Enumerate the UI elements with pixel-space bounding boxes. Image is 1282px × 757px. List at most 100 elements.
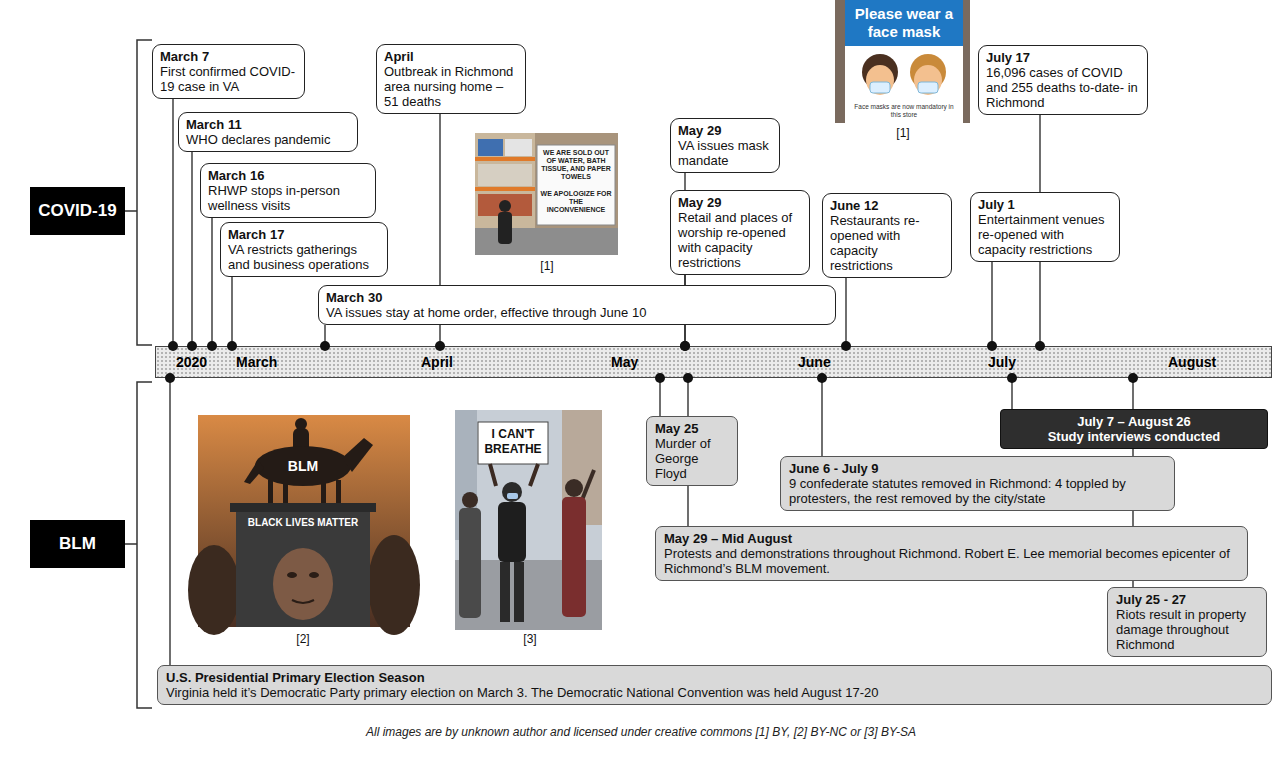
month-label: May [611, 354, 638, 370]
timeline-dot [435, 341, 445, 351]
connector [991, 262, 992, 346]
timeline-dot [1128, 373, 1138, 383]
timeline-dot [817, 373, 827, 383]
pallet [505, 139, 532, 156]
timeline-dot [207, 341, 217, 351]
connector [1011, 378, 1012, 409]
connector [231, 277, 232, 346]
event-date: July 1 [978, 197, 1112, 212]
month-label: August [1168, 354, 1216, 370]
event-date: June 6 - July 9 [789, 461, 1166, 476]
event-box: March 7First confirmed COVID-19 case in … [152, 44, 305, 99]
connector [659, 378, 660, 416]
event-box: March 16RHWP stops in-person wellness vi… [200, 163, 376, 218]
horse-leg [321, 480, 326, 506]
timeline-dot [320, 341, 330, 351]
event-description: VA issues mask mandate [678, 138, 772, 168]
event-description: Restaurants re-opened with capacity rest… [830, 213, 944, 273]
event-description: VA restricts gatherings and business ope… [228, 242, 380, 272]
poster-heading: Please wear a face mask [847, 5, 961, 41]
study-period-box: July 7 – August 26Study interviews condu… [1000, 409, 1268, 449]
projected-face [273, 548, 333, 620]
tree [368, 535, 420, 635]
horse [342, 438, 373, 472]
event-box: May 29VA issues mask mandate [670, 118, 780, 173]
event-box: June 6 - July 99 confederate statutes re… [780, 456, 1175, 511]
image-credit-number: [1] [888, 126, 918, 140]
timeline-dot [680, 341, 690, 351]
timeline-dot [680, 341, 690, 351]
projected-face [287, 572, 297, 578]
event-date: May 29 [678, 195, 802, 210]
face-mask [870, 82, 890, 93]
event-description: RHWP stops in-person wellness visits [208, 183, 368, 213]
row-label: BLM [59, 534, 96, 554]
connector [324, 325, 325, 346]
event-description: First confirmed COVID-19 case in VA [160, 64, 297, 94]
tree [188, 545, 240, 635]
timeline-dot [168, 341, 178, 351]
month-label: July [988, 354, 1016, 370]
row-label: COVID-19 [38, 201, 116, 221]
event-description: Riots result in property damage througho… [1116, 607, 1258, 652]
shopper [499, 200, 511, 212]
protester [498, 502, 526, 562]
shopper [498, 212, 512, 244]
event-description: Outbreak in Richmond area nursing home –… [384, 64, 518, 109]
face [866, 65, 894, 95]
rider [295, 418, 307, 430]
photo-background [835, 0, 970, 123]
image-credits-caption: All images are by unknown author and lic… [0, 725, 1282, 739]
protester [514, 562, 524, 622]
floor [475, 228, 618, 255]
photo-background [475, 133, 618, 255]
image-credit-number: [2] [288, 632, 318, 646]
row-bracket [125, 382, 152, 708]
event-box: March 17VA restricts gatherings and busi… [220, 222, 388, 277]
protester [462, 492, 478, 508]
event-date: March 16 [208, 168, 368, 183]
event-box: July 1Entertainment venues re-opened wit… [970, 192, 1120, 262]
timeline-dot [1007, 373, 1017, 383]
protester [565, 479, 583, 497]
pallet [478, 139, 503, 156]
photo-background [455, 410, 602, 630]
connector [172, 99, 173, 346]
arm [582, 470, 594, 500]
timeline-dot [987, 341, 997, 351]
month-label: June [798, 354, 831, 370]
protester [562, 497, 586, 617]
event-description: WHO declares pandemic [186, 132, 350, 147]
poster-text: Face masks are now mandatory in this sto… [849, 103, 959, 119]
horse-leg [336, 480, 341, 506]
band-heading: U.S. Presidential Primary Election Seaso… [166, 670, 1263, 685]
row-bracket [125, 40, 152, 345]
event-description: Protests and demonstrations throughout R… [664, 546, 1239, 576]
projection-text: BLACK LIVES MATTER [241, 517, 365, 529]
protest-sign [478, 422, 548, 464]
event-date: May 25 [655, 421, 729, 436]
month-label: April [421, 354, 453, 370]
year-label: 2020 [176, 354, 207, 370]
event-box: July 1716,096 cases of COVID and 255 dea… [978, 45, 1148, 115]
event-box: May 29 – Mid AugustProtests and demonstr… [655, 526, 1248, 581]
protest-photo [455, 410, 602, 630]
event-date: July 25 - 27 [1116, 592, 1258, 607]
timeline-dot [1035, 341, 1045, 351]
sign-text: WE APOLOGIZE FOR THE INCONVENIENCE [540, 190, 612, 214]
event-box: May 29Retail and places of worship re-op… [670, 190, 810, 275]
image-credit-number: [1] [532, 259, 562, 273]
timeline-bar: 2020MarchAprilMayJuneJulyAugust [155, 346, 1272, 378]
event-box: June 12Restaurants re-opened with capaci… [822, 193, 952, 278]
event-box: March 30VA issues stay at home order, ef… [318, 285, 836, 325]
horse-leg [283, 480, 288, 506]
poster [845, 0, 963, 123]
event-box: March 11WHO declares pandemic [178, 112, 358, 152]
timeline-dot [165, 373, 175, 383]
event-date: March 30 [326, 290, 828, 305]
row-label-box: COVID-19 [30, 187, 125, 235]
band-description: Virginia held it’s Democratic Party prim… [166, 685, 1263, 700]
connector [211, 218, 212, 346]
event-description: Retail and places of worship re-opened w… [678, 210, 802, 270]
face-mask [918, 82, 938, 93]
